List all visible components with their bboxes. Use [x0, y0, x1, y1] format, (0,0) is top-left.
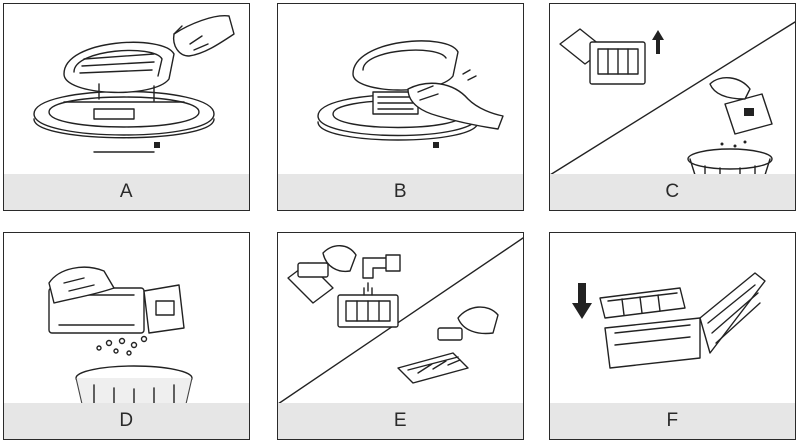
step-label: C	[550, 174, 795, 210]
rinse-filter-icon	[278, 233, 523, 404]
robot-lid-open-icon	[4, 4, 249, 175]
step-panel-a: A	[3, 3, 250, 211]
reinsert-filter-icon	[550, 233, 795, 404]
step-label: F	[550, 403, 795, 439]
step-label: D	[4, 403, 249, 439]
step-panel-e: E	[277, 232, 524, 440]
step-panel-c: C	[549, 3, 796, 211]
tap-out-debris-icon	[4, 233, 249, 404]
remove-dustbin-icon	[278, 4, 523, 175]
step-panel-d: D	[3, 232, 250, 440]
step-label: B	[278, 174, 523, 210]
step-panel-b: B	[277, 3, 524, 211]
step-panel-f: F	[549, 232, 796, 440]
step-label: A	[4, 174, 249, 210]
step-label: E	[278, 403, 523, 439]
empty-dustbin-icon	[550, 4, 795, 175]
